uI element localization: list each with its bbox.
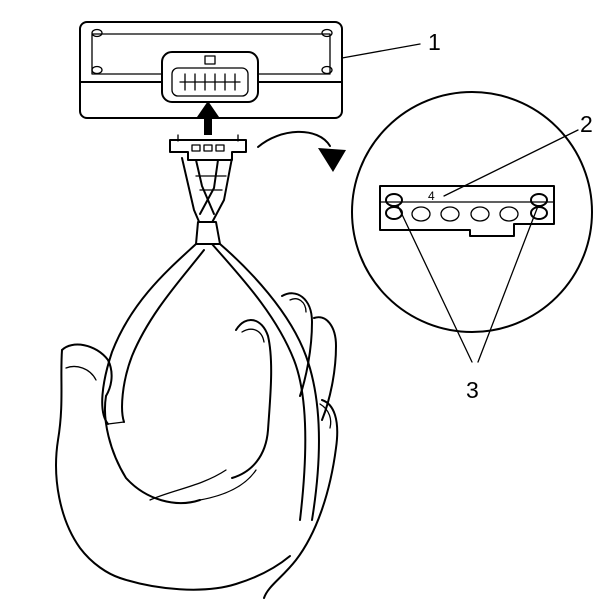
hand: [55, 292, 339, 599]
callout-2: 2: [580, 111, 593, 137]
terminal-locking-tab: [385, 193, 548, 220]
callout-1: 1: [428, 29, 441, 55]
pliers-tool: [101, 157, 320, 521]
wiring-connector: [169, 134, 247, 161]
detail-magnified-view: 4: [351, 91, 593, 333]
pin-number-label: 4: [428, 189, 435, 203]
mounting-hole: [91, 28, 333, 75]
callout-3: 3: [466, 377, 479, 403]
detail-view-arrow-icon: [257, 130, 346, 172]
leader-lines: [341, 43, 579, 363]
control-module: [79, 21, 343, 119]
up-arrow-icon: [197, 101, 219, 135]
module-connector-socket: [161, 51, 259, 103]
connector-cavity: [411, 206, 519, 222]
